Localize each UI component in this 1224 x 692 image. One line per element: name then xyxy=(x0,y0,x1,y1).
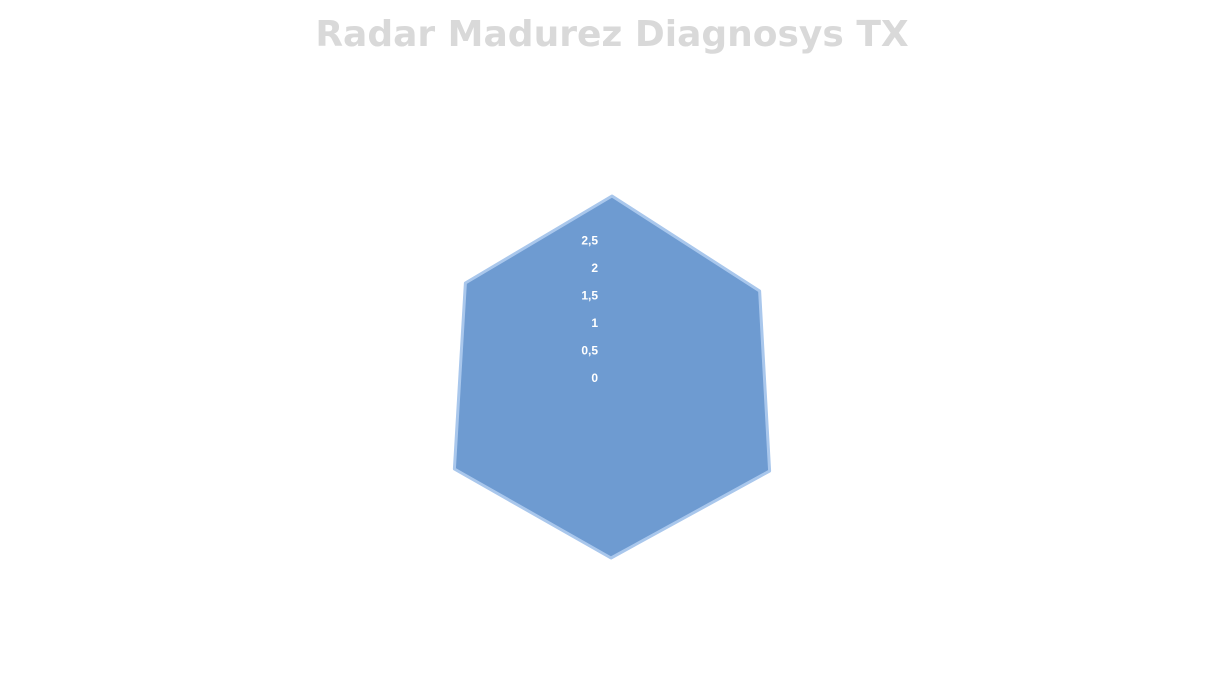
radar-tick-labels: 0 0,5 1 1,5 2 2,5 xyxy=(581,234,598,386)
radar-tick-label: 0,5 xyxy=(581,344,598,358)
radar-tick-label: 2 xyxy=(591,261,598,275)
chart-title: Radar Madurez Diagnosys TX xyxy=(315,14,909,55)
radar-tick-label: 1,5 xyxy=(581,289,598,303)
radar-tick-label: 1 xyxy=(591,316,598,330)
radar-tick-label: 2,5 xyxy=(581,234,598,248)
radar-series-area xyxy=(452,194,772,560)
radar-series-layer xyxy=(452,194,772,560)
radar-tick-label: 0 xyxy=(591,371,598,385)
